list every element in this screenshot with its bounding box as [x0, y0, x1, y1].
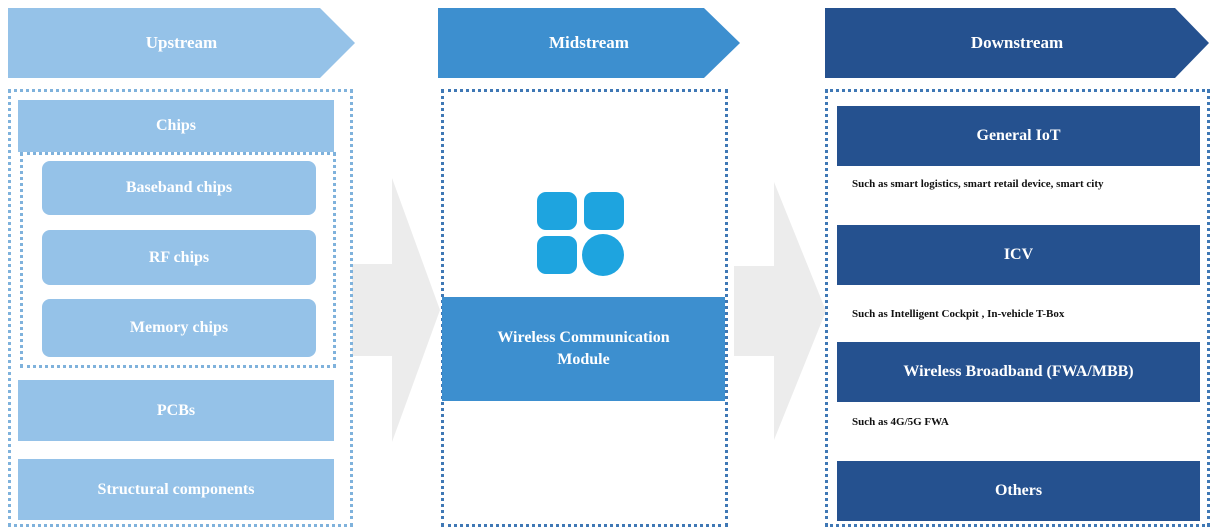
- pcbs-box: PCBs: [18, 380, 334, 441]
- wireless-broadband-box: Wireless Broadband (FWA/MBB): [837, 342, 1200, 402]
- rf-chips-box: RF chips: [42, 230, 316, 285]
- wireless-communication-module-label: Wireless Communication Module: [497, 329, 670, 368]
- general-iot-note: Such as smart logistics, smart retail de…: [852, 178, 1104, 190]
- midstream-header: Midstream: [438, 8, 740, 78]
- baseband-chips-box: Baseband chips: [42, 161, 316, 215]
- downstream-header: Downstream: [825, 8, 1209, 78]
- midstream-header-arrow-shape: [438, 8, 740, 78]
- wireless-broadband-note: Such as 4G/5G FWA: [852, 416, 949, 428]
- upstream-header-arrow-shape: [8, 8, 355, 78]
- flow-arrow-upstream-to-midstream: [352, 178, 440, 442]
- upstream-frame: [8, 89, 353, 527]
- app-grid-icon: [537, 192, 624, 276]
- downstream-header-arrow-shape: [825, 8, 1209, 78]
- upstream-header: Upstream: [8, 8, 355, 78]
- midstream-header-label: Midstream: [549, 33, 629, 52]
- memory-chips-box: Memory chips: [42, 299, 316, 357]
- downstream-header-label: Downstream: [970, 33, 1064, 52]
- structural-components-box: Structural components: [18, 459, 334, 520]
- upstream-header-label: Upstream: [145, 33, 218, 52]
- others-box: Others: [837, 461, 1200, 521]
- icv-box: ICV: [837, 225, 1200, 285]
- downstream-frame: [825, 89, 1210, 527]
- general-iot-box: General IoT: [837, 106, 1200, 166]
- icv-note: Such as Intelligent Cockpit , In-vehicle…: [852, 308, 1065, 320]
- wireless-communication-module-box: Wireless Communication Module: [442, 297, 725, 401]
- chips-title: Chips: [18, 100, 334, 152]
- chips-frame: [20, 152, 336, 368]
- flow-arrow-midstream-to-downstream: [734, 182, 826, 440]
